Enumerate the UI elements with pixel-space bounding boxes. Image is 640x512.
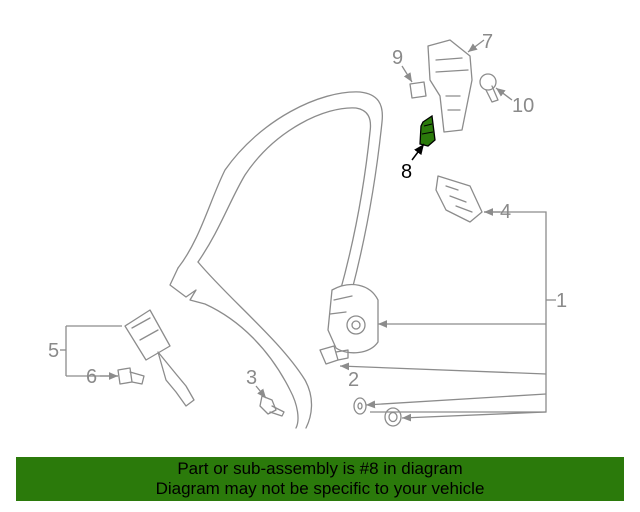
banner-line-1: Part or sub-assembly is #8 in diagram — [177, 459, 463, 478]
part-8-highlighted — [419, 114, 436, 147]
seat-belt-webbing — [169, 91, 384, 429]
bolt-10 — [479, 73, 499, 103]
callout-10: 10 — [512, 95, 534, 117]
bolt-6 — [117, 367, 145, 385]
callout-8: 8 — [401, 161, 412, 183]
callout-1: 1 — [556, 290, 567, 312]
callout-labels: 1 2 3 4 5 6 7 8 9 10 — [48, 31, 567, 391]
clip-9 — [409, 81, 427, 99]
callout-7: 7 — [482, 31, 493, 53]
callout-3: 3 — [246, 367, 257, 389]
retractor — [327, 283, 379, 354]
anchor-bolt-3 — [259, 395, 285, 417]
banner-line-2: Diagram may not be specific to your vehi… — [155, 479, 485, 498]
upper-guide-7 — [427, 39, 473, 133]
leader-lines — [60, 39, 556, 422]
info-banner: Part or sub-assembly is #8 in diagram Di… — [16, 457, 624, 501]
callout-2: 2 — [348, 369, 359, 391]
callout-5: 5 — [48, 340, 59, 362]
callout-9: 9 — [392, 47, 403, 69]
bolt-2 — [319, 345, 349, 365]
callout-4: 4 — [500, 201, 511, 223]
callout-6: 6 — [86, 366, 97, 388]
height-adjuster-4 — [435, 175, 483, 223]
buckle-5 — [124, 309, 195, 407]
